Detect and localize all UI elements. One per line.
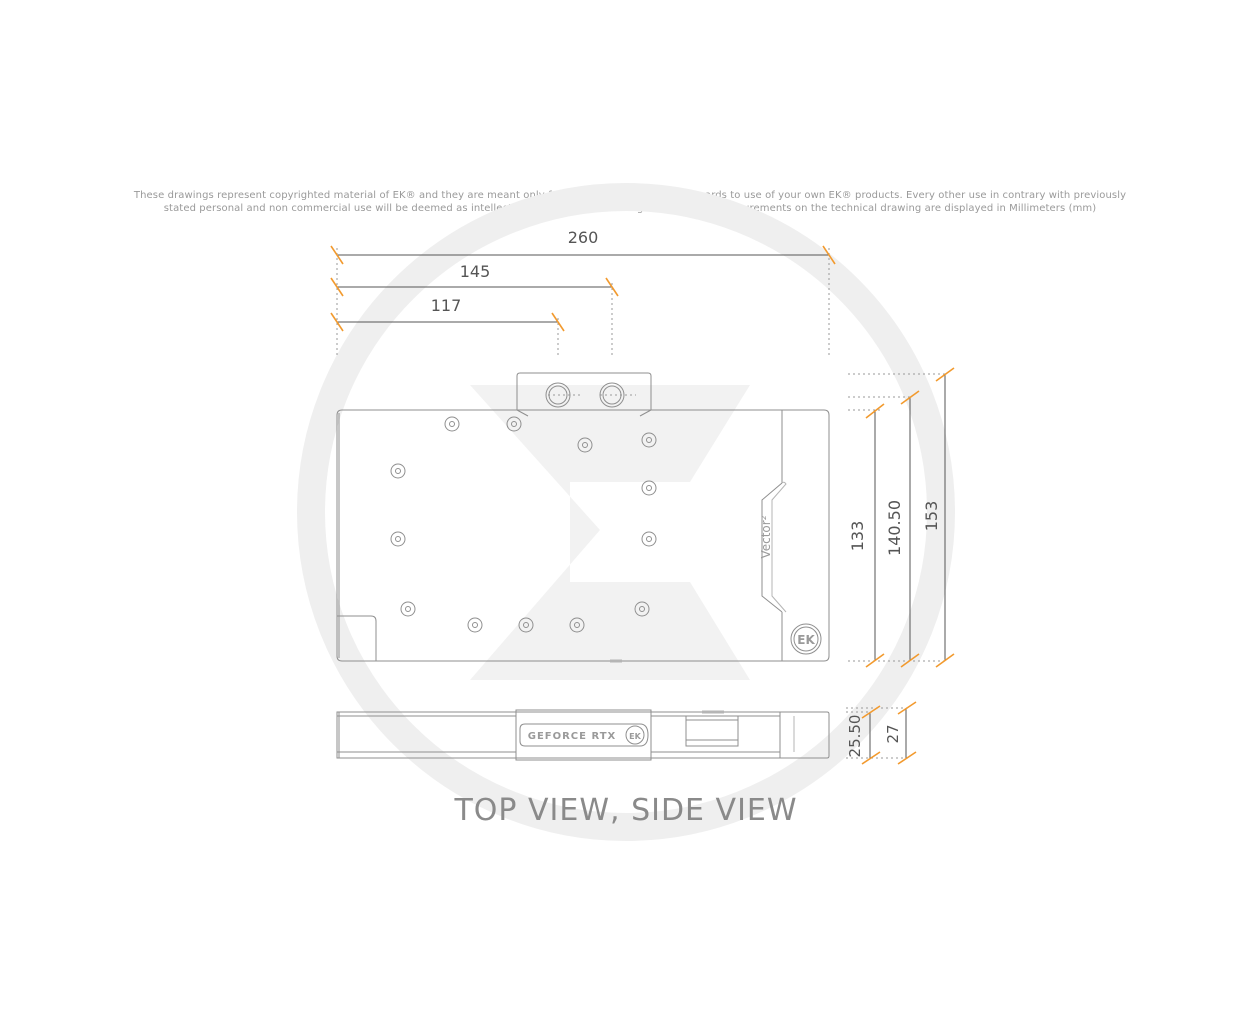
screw <box>400 601 416 617</box>
view-title: TOP VIEW, SIDE VIEW <box>454 793 798 828</box>
vertical-dimensions <box>869 374 946 758</box>
ek-badge <box>790 623 822 655</box>
corner-cutout <box>337 615 377 661</box>
screw <box>641 432 657 448</box>
extension-lines <box>336 248 948 759</box>
screw <box>467 617 483 633</box>
geforce-plate <box>519 723 649 747</box>
screw <box>641 531 657 547</box>
screw <box>569 617 585 633</box>
top-view <box>336 372 830 663</box>
side-view <box>336 709 830 761</box>
ek-watermark <box>297 183 955 841</box>
port-inlet <box>545 382 571 408</box>
side-outline <box>336 711 830 759</box>
screws <box>390 416 657 633</box>
screw <box>634 601 650 617</box>
side-terminal <box>685 715 739 747</box>
dim-label-27: 27 <box>884 724 902 743</box>
watermark-ring <box>297 183 955 841</box>
vector-label: Vector² <box>759 515 773 558</box>
screw <box>444 416 460 432</box>
geforce-label: GEFORCE RTX <box>528 731 617 742</box>
screw <box>641 480 657 496</box>
dim-label-117: 117 <box>431 296 462 315</box>
vertical-dimension-ticks <box>861 367 955 765</box>
ek-badge-text: EK <box>797 633 815 647</box>
dim-label-260: 260 <box>568 228 599 247</box>
horizontal-dimension-ticks <box>330 245 836 332</box>
dim-label-153: 153 <box>922 501 941 532</box>
backplate-outline <box>336 409 830 662</box>
dim-label-133: 133 <box>848 521 867 552</box>
side-ek-text: EK <box>629 732 641 741</box>
horizontal-dimensions <box>337 254 829 323</box>
screw <box>518 617 534 633</box>
dim-label-145: 145 <box>460 262 491 281</box>
screw <box>506 416 522 432</box>
terminal-block <box>516 372 652 410</box>
screw <box>390 531 406 547</box>
dim-label-140-50: 140.50 <box>885 500 904 556</box>
port-outlet <box>599 382 625 408</box>
screw <box>577 437 593 453</box>
watermark-ek-mark <box>470 385 750 680</box>
dim-label-25-50: 25.50 <box>846 715 864 758</box>
screw <box>390 463 406 479</box>
gpu-shroud <box>515 709 652 761</box>
